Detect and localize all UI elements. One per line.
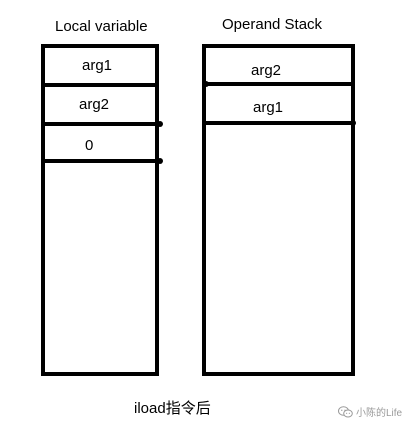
divider-end-dot: [350, 120, 356, 126]
wechat-icon: [338, 405, 353, 417]
divider-end-dot: [157, 158, 163, 164]
diagram-caption: iload指令后: [134, 400, 211, 417]
local-variable-divider: [41, 159, 159, 163]
local-variable-slot-1: arg2: [79, 96, 110, 113]
local-variable-table: [41, 44, 159, 376]
divider-end-dot: [203, 81, 209, 87]
local-variable-slot-2: 0: [85, 137, 94, 154]
operand-stack-divider: [202, 121, 355, 125]
local-variable-divider: [41, 122, 159, 126]
watermark: 小陈的Life: [338, 404, 402, 419]
divider-end-dot: [157, 121, 163, 127]
operand-stack: [202, 44, 355, 376]
operand-stack-title: Operand Stack: [222, 16, 323, 33]
watermark-text: 小陈的Life: [356, 408, 403, 419]
local-variable-slot-0: arg1: [82, 57, 113, 74]
local-variable-divider: [41, 83, 159, 87]
operand-stack-item-0: arg2: [251, 62, 282, 79]
operand-stack-divider: [202, 82, 355, 86]
operand-stack-item-1: arg1: [253, 99, 284, 116]
local-variable-title: Local variable: [55, 18, 148, 35]
